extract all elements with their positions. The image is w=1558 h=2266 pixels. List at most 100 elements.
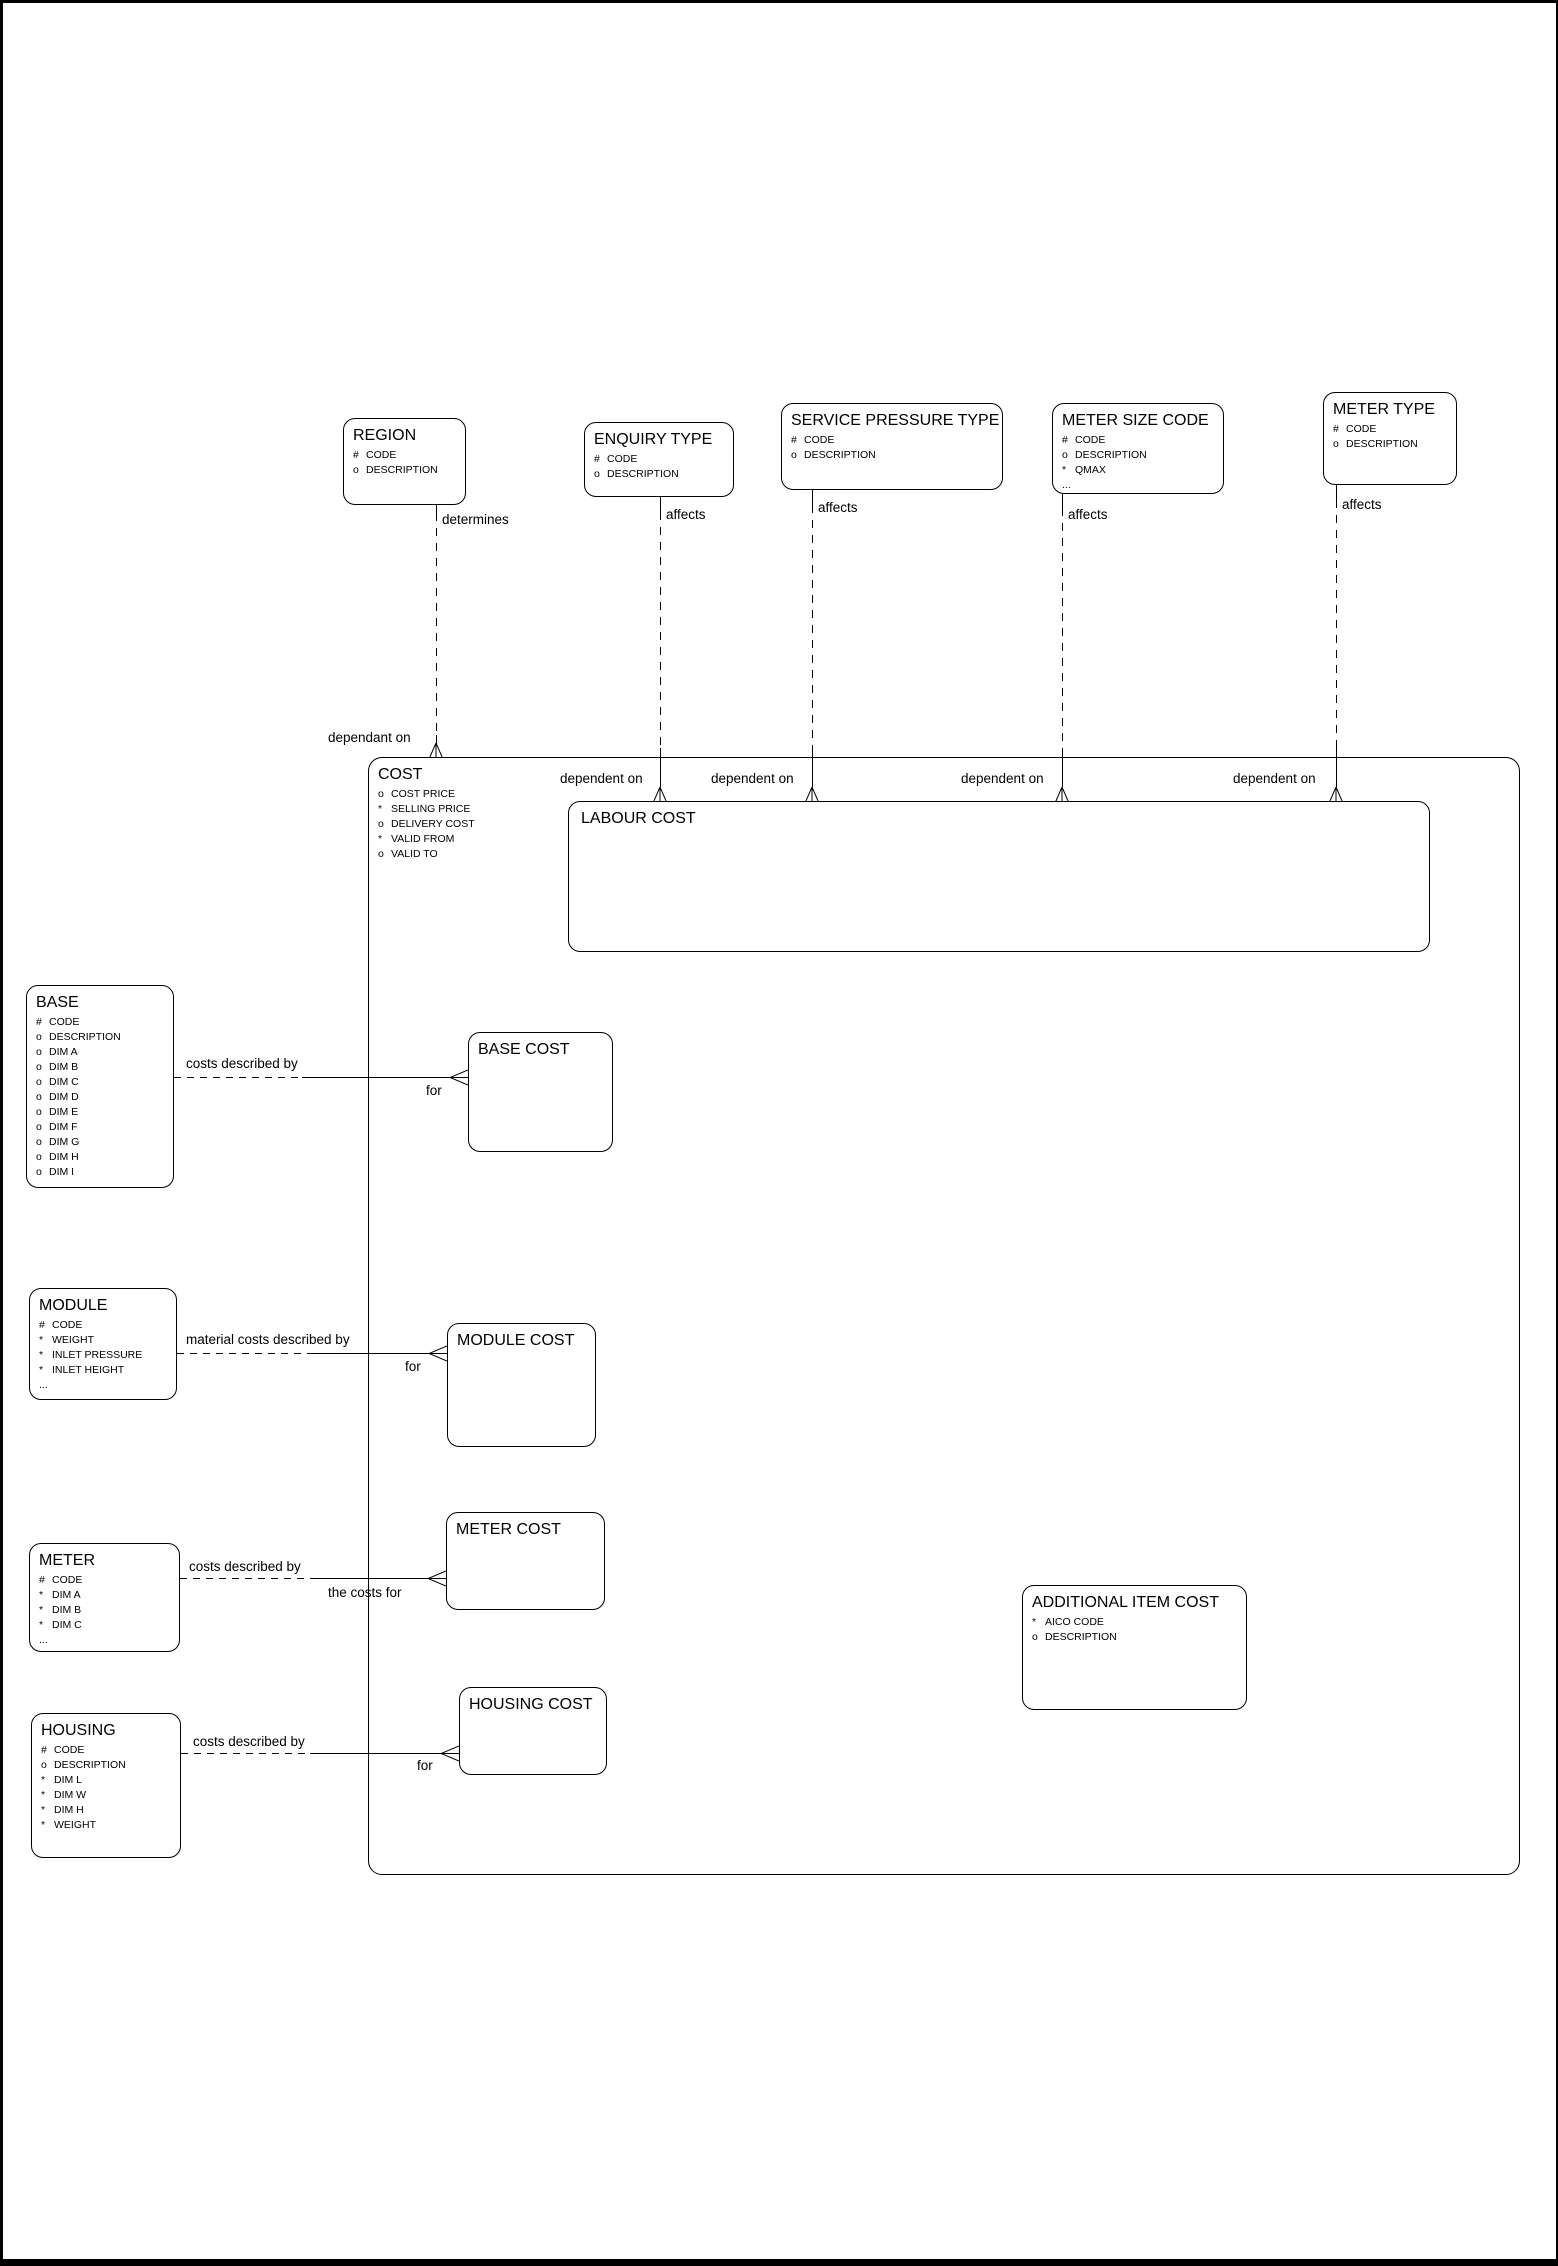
entity-attribute: *SELLING PRICE: [378, 802, 475, 817]
entity-module[interactable]: MODULE #CODE*WEIGHT*INLET PRESSURE*INLET…: [29, 1288, 177, 1400]
entity-meter[interactable]: METER #CODE*DIM A*DIM B*DIM C...: [29, 1543, 180, 1652]
attr-name: INLET HEIGHT: [52, 1364, 125, 1376]
relationship-line-enquiry-labour: [660, 497, 661, 512]
relationship-label-material-costs-described-by: material costs described by: [186, 1332, 350, 1347]
entity-attribute: *INLET HEIGHT: [39, 1363, 170, 1378]
relationship-label-affects: affects: [666, 507, 706, 522]
relationship-label-dependant-on: dependant on: [328, 730, 411, 745]
attr-optionality-mark: ...: [39, 1379, 48, 1391]
entity-attribute: *DIM W: [41, 1788, 174, 1803]
entity-attributes: * AICO CODE o DESCRIPTION: [1032, 1615, 1240, 1645]
attr-optionality-mark: o: [1032, 1631, 1038, 1643]
entity-attribute: *WEIGHT: [41, 1818, 174, 1833]
attr-optionality-mark: o: [1062, 449, 1068, 461]
entity-attribute: #CODE: [594, 452, 727, 467]
attr-optionality-mark: o: [378, 788, 384, 800]
attr-name: CODE: [49, 1016, 80, 1028]
attr-optionality-mark: *: [39, 1604, 44, 1616]
entity-attribute: #CODE: [39, 1573, 173, 1588]
attr-name: DIM B: [49, 1061, 79, 1073]
attr-name: DIM A: [49, 1046, 78, 1058]
relationship-line-housing-dashed: [181, 1753, 310, 1754]
attr-name: QMAX: [1075, 464, 1106, 476]
relationship-line-service-pressure-labour: [812, 490, 813, 505]
relationship-line-module-dashed: [177, 1353, 308, 1354]
attr-optionality-mark: o: [791, 449, 797, 461]
attr-optionality-mark: #: [1333, 423, 1339, 435]
attr-optionality-mark: #: [353, 449, 359, 461]
relationship-label-dependent-on: dependent on: [1233, 771, 1316, 786]
crows-foot-icon: [429, 1345, 447, 1362]
relationship-line-meter-type-labour: [1336, 748, 1337, 787]
attr-name: DIM A: [52, 1589, 81, 1601]
attr-optionality-mark: o: [36, 1046, 42, 1058]
attr-optionality-mark: *: [41, 1819, 46, 1831]
attr-optionality-mark: #: [791, 434, 797, 446]
entity-attribute: *DIM L: [41, 1773, 174, 1788]
attr-optionality-mark: *: [41, 1804, 46, 1816]
relationship-label-for: for: [417, 1758, 433, 1773]
relationship-label-affects: affects: [1342, 497, 1382, 512]
attr-optionality-mark: *: [1032, 1616, 1037, 1628]
crows-foot-icon: [805, 787, 819, 802]
attr-optionality-mark: #: [1062, 434, 1068, 446]
attr-name: AICO CODE: [1045, 1616, 1104, 1628]
attr-name: DESCRIPTION: [1045, 1631, 1117, 1643]
entity-title: METER TYPE: [1333, 401, 1435, 418]
entity-title: METER COST: [456, 1521, 561, 1538]
relationship-line-base: [302, 1077, 450, 1078]
entity-attribute: #CODE: [1333, 422, 1450, 437]
relationship-line-housing: [310, 1753, 441, 1754]
attr-name: DIM I: [49, 1166, 75, 1178]
relationship-line-region-cost: [436, 735, 437, 744]
entity-meter-cost[interactable]: METER COST: [446, 1512, 605, 1610]
entity-labour-cost[interactable]: LABOUR COST: [568, 801, 1430, 952]
attr-name: DIM B: [52, 1604, 82, 1616]
attr-name: INLET PRESSURE: [52, 1349, 143, 1361]
relationship-label-costs-described-by: costs described by: [189, 1559, 301, 1574]
relationship-line-meter-type-labour-dashed: [1336, 500, 1337, 748]
relationship-label-dependent-on: dependent on: [961, 771, 1044, 786]
attr-name: DESCRIPTION: [1075, 449, 1147, 461]
entity-attribute: #CODE: [36, 1015, 167, 1030]
relationship-label-costs-described-by: costs described by: [193, 1734, 305, 1749]
crows-foot-icon: [1055, 787, 1069, 802]
entity-base-cost[interactable]: BASE COST: [468, 1032, 613, 1152]
entity-attribute: ...: [39, 1633, 173, 1648]
attr-optionality-mark: o: [36, 1031, 42, 1043]
entity-attribute: *WEIGHT: [39, 1333, 170, 1348]
relationship-label-for: for: [426, 1083, 442, 1098]
attr-name: CODE: [804, 434, 835, 446]
entity-attribute: * DIM B: [39, 1603, 173, 1618]
entity-attribute: o DIM I: [36, 1165, 167, 1180]
entity-housing-cost[interactable]: HOUSING COST: [459, 1687, 607, 1775]
attr-optionality-mark: #: [594, 453, 600, 465]
attr-optionality-mark: o: [36, 1121, 42, 1133]
relationship-line-meter-dashed: [180, 1578, 310, 1579]
attr-name: DESCRIPTION: [54, 1759, 126, 1771]
entity-title: SERVICE PRESSURE TYPE: [791, 412, 1000, 429]
attr-name: DIM G: [49, 1136, 80, 1148]
entity-module-cost[interactable]: MODULE COST: [447, 1323, 596, 1447]
crows-foot-icon: [653, 787, 667, 802]
crows-foot-icon: [450, 1069, 468, 1086]
relationship-line-region-cost: [436, 505, 437, 513]
attr-optionality-mark: o: [36, 1151, 42, 1163]
attr-optionality-mark: o: [36, 1166, 42, 1178]
